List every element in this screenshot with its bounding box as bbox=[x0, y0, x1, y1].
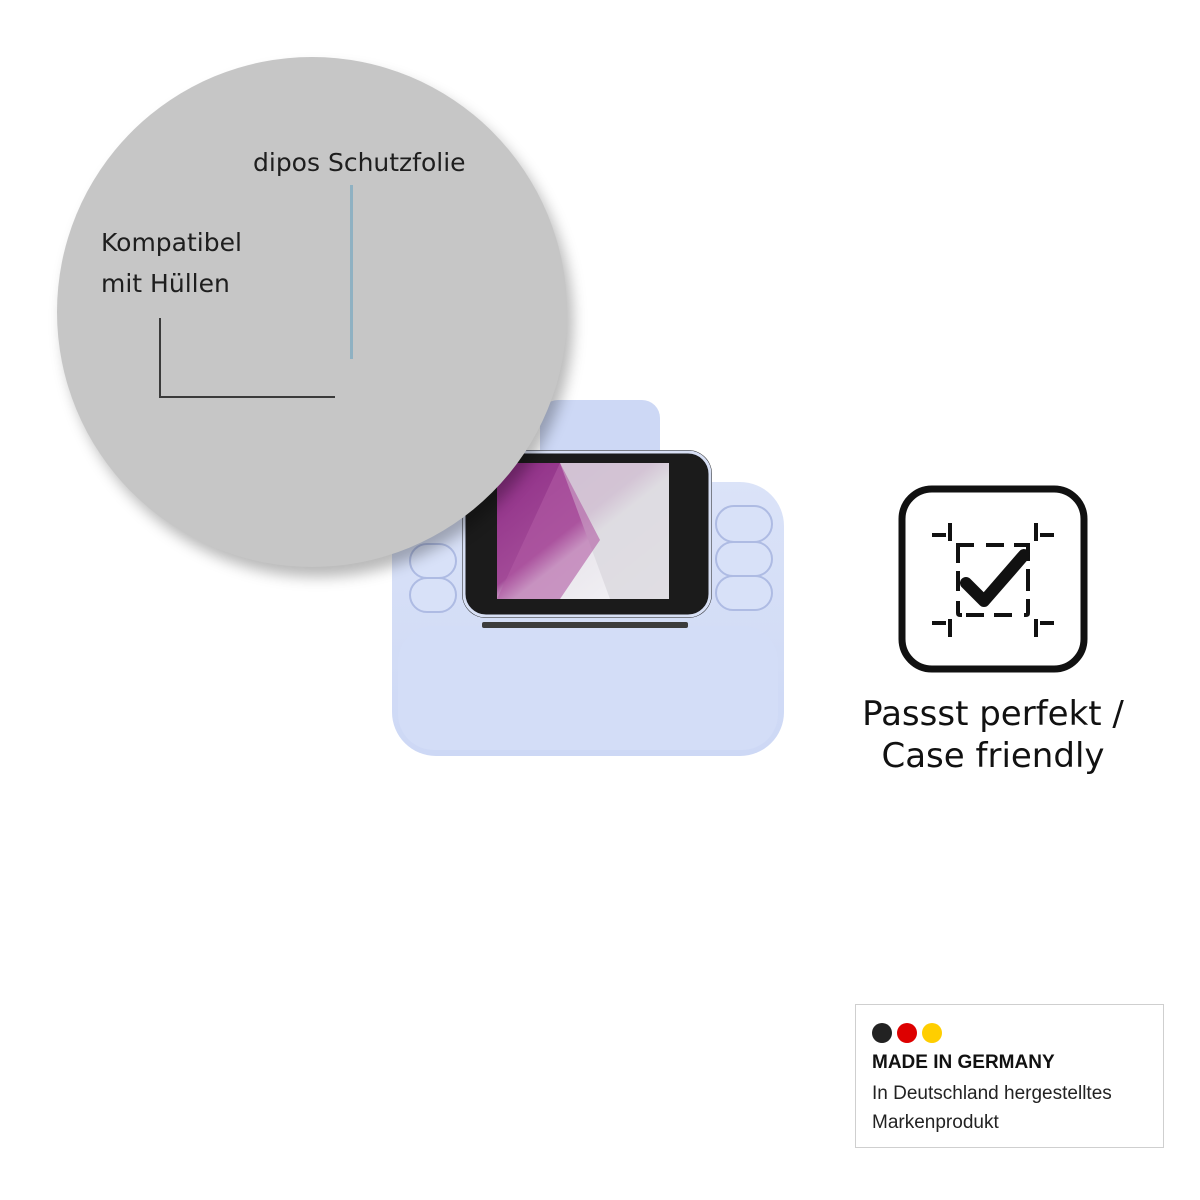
made-in-germany-label: MADE IN GERMANY In Deutschland hergestel… bbox=[855, 1004, 1164, 1148]
camera-right-buttons bbox=[715, 505, 773, 611]
flag-dot-gold bbox=[922, 1023, 942, 1043]
mig-subtitle-line2: Markenprodukt bbox=[872, 1112, 999, 1133]
made-in-germany-subtitle: In Deutschland hergestelltes Markenprodu… bbox=[872, 1079, 1162, 1137]
screen-facet-2 bbox=[497, 463, 600, 599]
zoom-detail-circle bbox=[57, 57, 567, 567]
badge-caption: Passst perfekt / Case friendly bbox=[840, 693, 1146, 777]
callout-line-film bbox=[350, 185, 353, 359]
badge-caption-line1: Passst perfekt / bbox=[862, 694, 1124, 734]
callout-case-compatible: Kompatibel mit Hüllen bbox=[101, 222, 301, 304]
screen-bezel-trim bbox=[462, 450, 712, 618]
screen-facet bbox=[560, 463, 669, 599]
camera-left-buttons bbox=[409, 543, 457, 613]
callout-line-case-vertical bbox=[159, 318, 161, 398]
flag-dot-red bbox=[897, 1023, 917, 1043]
callout-line-case-horizontal bbox=[159, 396, 335, 398]
callout-protective-film: dipos Schutzfolie bbox=[253, 148, 466, 177]
mig-subtitle-line1: In Deutschland hergestelltes bbox=[872, 1083, 1112, 1104]
flag-dot-black bbox=[872, 1023, 892, 1043]
camera-lower-panel bbox=[398, 626, 778, 750]
callout-case-line2: mit Hüllen bbox=[101, 269, 230, 298]
fit-check-icon bbox=[898, 485, 1088, 673]
made-in-germany-title: MADE IN GERMANY bbox=[872, 1052, 1055, 1073]
print-slot bbox=[482, 622, 688, 628]
callout-case-line1: Kompatibel bbox=[101, 228, 242, 257]
badge-caption-line2: Case friendly bbox=[881, 736, 1105, 776]
